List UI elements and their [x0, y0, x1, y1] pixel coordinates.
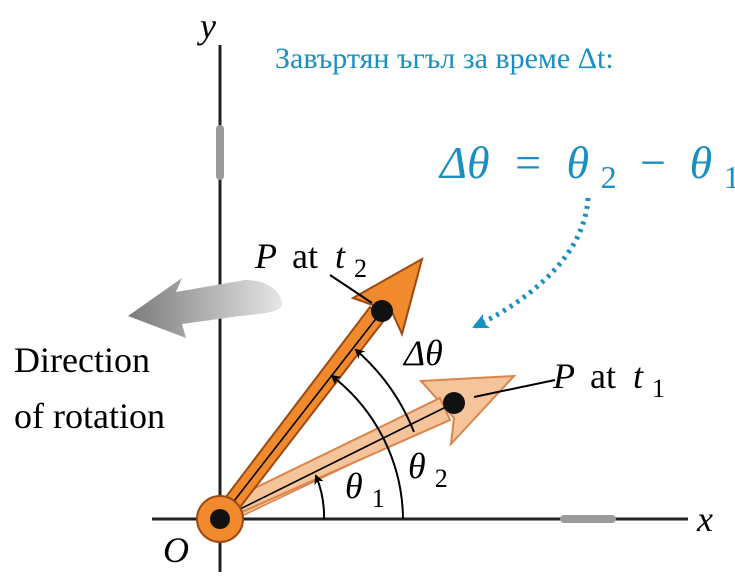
- vector-t1-label: P at t 1: [552, 356, 665, 403]
- vector-t1-arrow: [214, 374, 517, 526]
- vector-t2-label: P at t 2: [254, 236, 367, 283]
- rotation-label-line2: of rotation: [14, 396, 165, 436]
- y-axis-tick-mark: [216, 125, 224, 180]
- theta1-label: θ 1: [345, 466, 385, 513]
- point-p-t1: [443, 392, 465, 414]
- theta2-arc: [330, 374, 404, 520]
- x-axis-label: x: [696, 499, 713, 539]
- caption-equation: Δθ = θ 2 − θ 1: [438, 137, 735, 198]
- y-axis-label: y: [197, 6, 216, 46]
- rotation-label-line1: Direction: [14, 340, 150, 380]
- theta1-arc: [314, 474, 326, 520]
- curved-arrow-left-icon: [128, 278, 282, 338]
- dotted-arrow-icon: [472, 197, 591, 330]
- delta-theta-arc: [354, 348, 415, 433]
- point-p-t2: [371, 300, 393, 322]
- label-leader-t2: [329, 274, 373, 304]
- origin-label: O: [163, 530, 189, 570]
- x-axis-tick-mark: [560, 515, 616, 523]
- caption-heading: Завъртян ъгъл за време Δt:: [275, 42, 614, 75]
- delta-theta-label: Δθ: [402, 333, 443, 373]
- theta2-label: θ 2: [408, 446, 448, 493]
- label-leader-t1: [473, 379, 556, 398]
- origin-point: [210, 509, 230, 529]
